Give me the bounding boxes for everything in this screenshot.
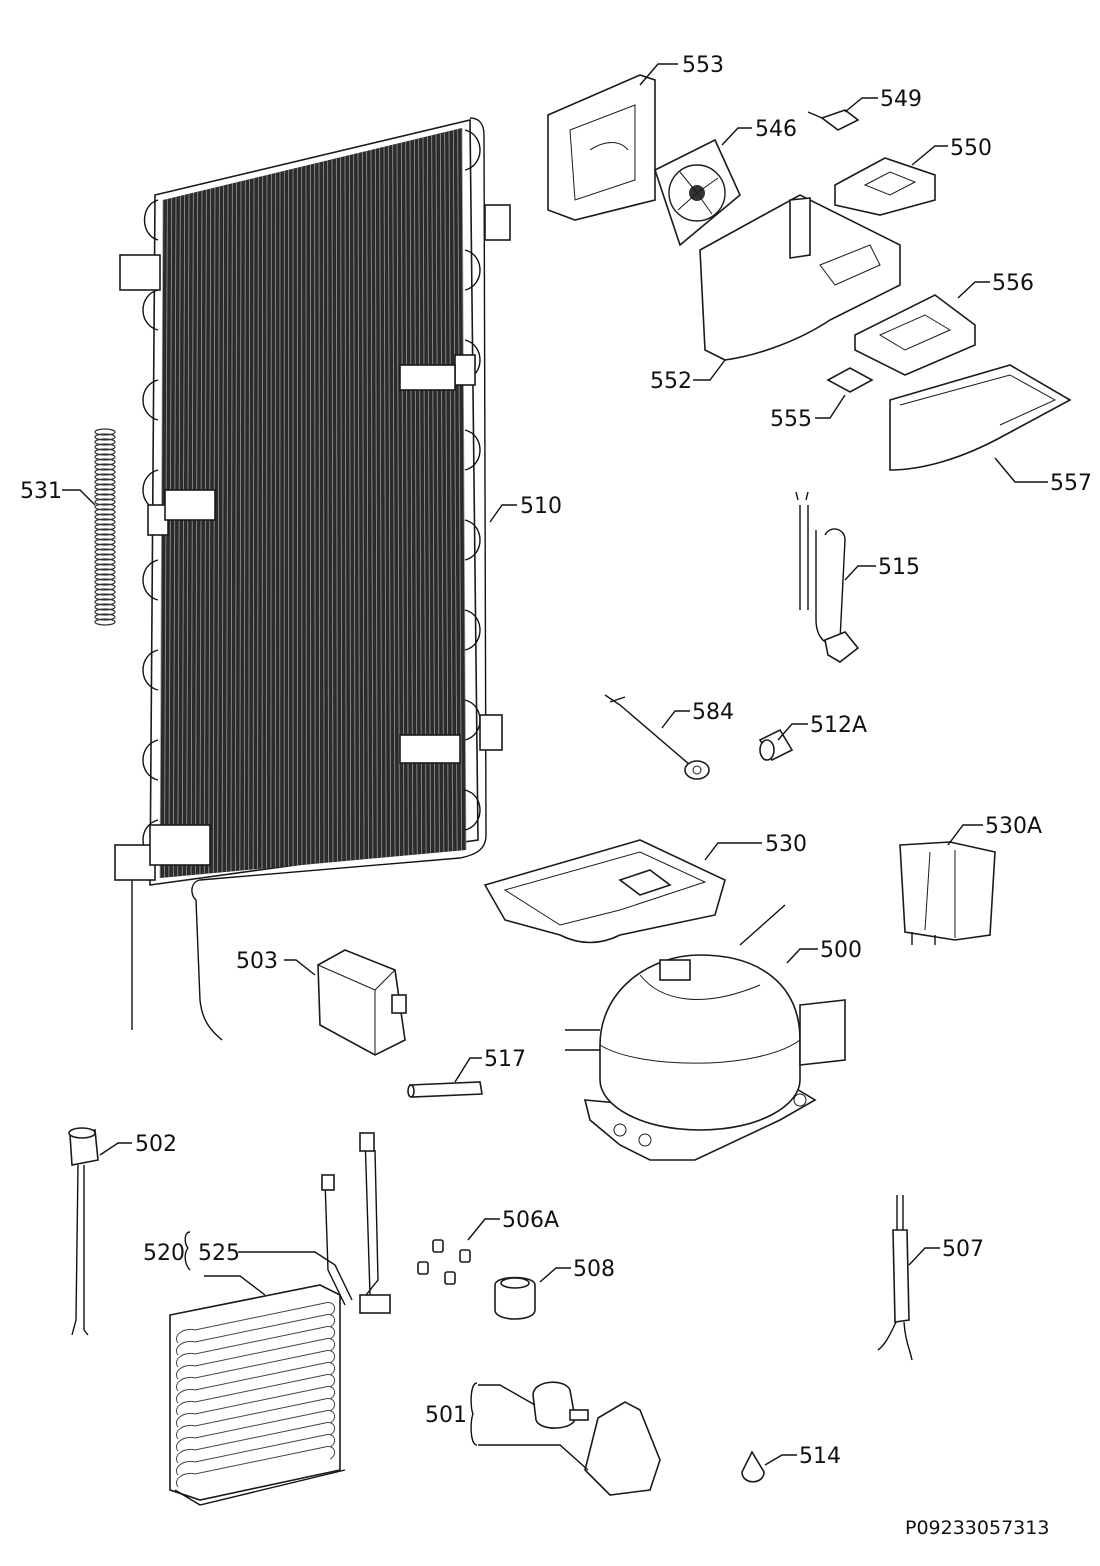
dryer-507 <box>877 1195 913 1361</box>
start-device-501 <box>532 1381 661 1496</box>
label-502: 502 <box>135 1132 177 1157</box>
label-506A: 506A <box>502 1208 559 1233</box>
thermostat-502 <box>68 1127 99 1336</box>
plugs-506A <box>417 1239 471 1285</box>
part-labels: 553 549 546 550 556 552 555 557 531 510 … <box>20 53 1092 1539</box>
air-duct-552 <box>699 194 901 361</box>
housing-550 <box>834 157 936 216</box>
label-507: 507 <box>942 1237 984 1262</box>
fan-546 <box>654 138 741 247</box>
probe-584 <box>604 694 710 780</box>
label-584: 584 <box>692 700 734 725</box>
document-code: P09233057313 <box>905 1517 1049 1539</box>
sleeve-512A <box>758 728 794 762</box>
label-514: 514 <box>799 1444 841 1469</box>
condenser-510 <box>114 117 511 1041</box>
label-549: 549 <box>880 87 922 112</box>
label-525: 525 <box>198 1241 240 1266</box>
label-530A: 530A <box>985 814 1042 839</box>
label-508: 508 <box>573 1257 615 1282</box>
label-552: 552 <box>650 369 692 394</box>
grommet-508 <box>494 1276 536 1320</box>
compressor-500 <box>565 904 846 1161</box>
label-531: 531 <box>20 479 62 504</box>
evaporator-520 <box>169 1284 346 1506</box>
label-530: 530 <box>765 832 807 857</box>
label-520: 520 <box>143 1241 185 1266</box>
label-556: 556 <box>992 271 1034 296</box>
fan-cover-553 <box>547 74 656 221</box>
label-550: 550 <box>950 136 992 161</box>
label-500: 500 <box>820 938 862 963</box>
cap-514 <box>741 1450 765 1483</box>
cover-530A <box>899 841 996 945</box>
leader-lines <box>62 63 1048 1471</box>
relay-box-503 <box>317 949 407 1056</box>
label-553: 553 <box>682 53 724 78</box>
heater-515 <box>795 491 860 663</box>
label-546: 546 <box>755 117 797 142</box>
label-515: 515 <box>878 555 920 580</box>
sensor-549 <box>807 109 860 131</box>
label-517: 517 <box>484 1047 526 1072</box>
label-512A: 512A <box>810 713 867 738</box>
tray-530 <box>483 839 726 944</box>
shelf-frame-557 <box>889 364 1072 471</box>
drawer-556 <box>854 294 976 376</box>
label-555: 555 <box>770 407 812 432</box>
wiring-harness-525 <box>321 1132 391 1314</box>
label-510: 510 <box>520 494 562 519</box>
spring-531 <box>94 428 116 626</box>
label-501: 501 <box>425 1403 467 1428</box>
tube-517 <box>407 1081 483 1098</box>
pad-555 <box>826 367 874 393</box>
label-557: 557 <box>1050 471 1092 496</box>
label-503: 503 <box>236 949 278 974</box>
